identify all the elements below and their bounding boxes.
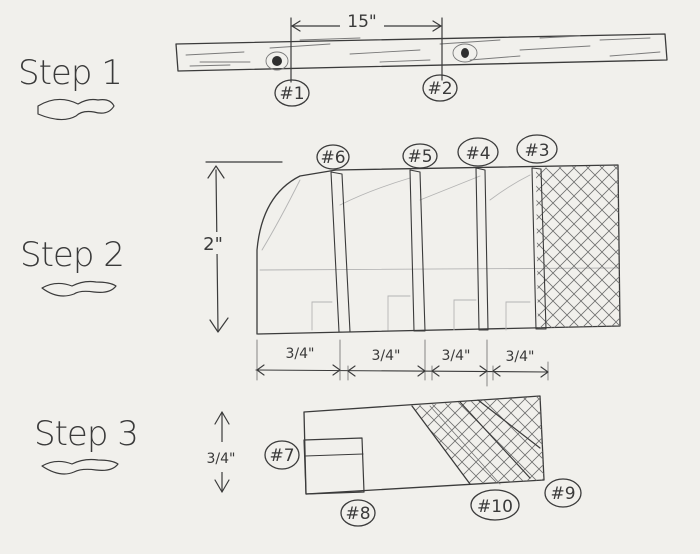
dimension-2in-label: 2" <box>203 234 223 255</box>
label-3: #3 <box>516 134 558 164</box>
step3-underline-squiggle <box>41 458 119 475</box>
step2-underline-squiggle <box>41 280 117 297</box>
svg-text:#7: #7 <box>269 446 294 466</box>
knot-1-core <box>272 56 282 66</box>
step3-title: Step 3 <box>34 414 138 454</box>
label-4: #4 <box>457 137 499 167</box>
label-1: #1 <box>274 79 310 107</box>
svg-text:#6: #6 <box>320 148 345 168</box>
label-10: #10 <box>470 489 520 521</box>
svg-text:#9: #9 <box>550 484 575 504</box>
step3-section: Step 3 3/4" #7 #8 <box>34 395 582 527</box>
label-7: #7 <box>264 440 300 470</box>
svg-text:#1: #1 <box>279 84 304 104</box>
step1-board <box>175 33 668 72</box>
svg-text:#5: #5 <box>407 147 432 167</box>
dimension-2in: 2" <box>196 161 283 333</box>
width-label-c: 3/4" <box>442 348 471 364</box>
svg-text:#8: #8 <box>345 504 370 524</box>
step1-section: Step 1 15" #1 #2 <box>18 8 668 121</box>
svg-text:#2: #2 <box>427 79 452 99</box>
width-dimensions: 3/4" 3/4" 3/4" 3/4" <box>255 339 549 387</box>
dimension-piece-height: 3/4" <box>206 411 236 493</box>
knot-1 <box>265 51 289 71</box>
label-8: #8 <box>340 499 376 527</box>
label-5: #5 <box>402 143 438 169</box>
step2-title: Step 2 <box>20 235 124 275</box>
knot-2 <box>452 43 478 63</box>
step1-underline-squiggle <box>37 98 115 121</box>
step2-section: Step 2 2" <box>20 134 621 387</box>
dimension-piece-height-label: 3/4" <box>207 451 236 467</box>
width-label-b: 3/4" <box>372 348 401 364</box>
label-9: #9 <box>544 478 582 508</box>
svg-text:#4: #4 <box>465 144 490 164</box>
label-2: #2 <box>422 74 458 102</box>
svg-text:#3: #3 <box>524 141 549 161</box>
label-6: #6 <box>316 144 350 170</box>
svg-text:#10: #10 <box>477 497 513 517</box>
step2-block <box>256 164 621 335</box>
knot-2-core <box>461 48 469 58</box>
width-label-a: 3/4" <box>286 346 315 362</box>
dimension-15in: 15" <box>290 8 443 83</box>
width-label-d: 3/4" <box>506 349 535 365</box>
step1-title: Step 1 <box>18 53 122 93</box>
step3-piece <box>303 395 545 495</box>
dimension-15in-label: 15" <box>347 12 376 32</box>
